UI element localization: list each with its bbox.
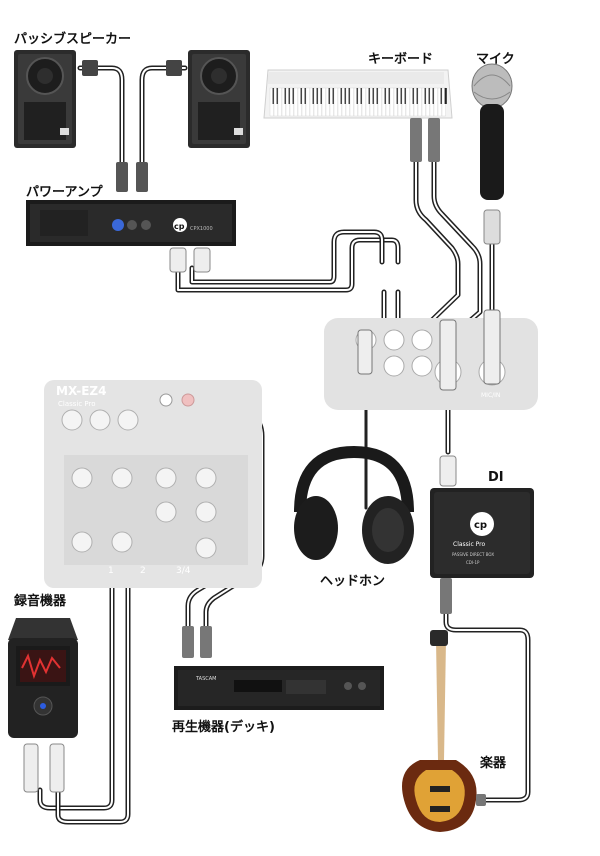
bass-guitar [402, 630, 486, 832]
recorder [8, 618, 78, 793]
white-key [377, 87, 382, 117]
black-key [400, 88, 403, 104]
white-key [405, 87, 410, 117]
black-key [316, 88, 319, 104]
mixer-knob [117, 409, 139, 431]
black-key [292, 88, 295, 104]
power-amp: cp CPX1000 [26, 200, 236, 246]
mixer-knob [111, 531, 133, 553]
deck-brand-label: TASCAM [196, 676, 217, 682]
black-key [412, 88, 415, 104]
keyboard [263, 69, 453, 119]
black-key [348, 88, 351, 104]
keyboard-cable [413, 157, 483, 353]
keyboard-plugs [410, 118, 440, 162]
mixer-knob [195, 467, 217, 489]
black-key [272, 88, 275, 104]
white-key [321, 87, 326, 117]
label-player: 再生機器(デッキ) [172, 720, 275, 735]
microphone [471, 63, 513, 245]
black-key [444, 88, 447, 104]
mixer-knob [155, 501, 177, 523]
headphones [294, 445, 414, 564]
mixer-knob [155, 467, 177, 489]
speaker-cable-left [77, 65, 125, 168]
white-key [305, 87, 310, 117]
mixer-front [44, 380, 262, 588]
white-key [433, 87, 438, 117]
black-key [404, 88, 407, 104]
black-key [356, 88, 359, 104]
black-key [344, 88, 347, 104]
white-key [293, 87, 298, 117]
mixer-micin-label: MIC/IN [481, 392, 501, 399]
speaker-left [14, 50, 76, 148]
svg-text:cp: cp [474, 520, 487, 531]
black-key [288, 88, 291, 104]
white-key [277, 87, 282, 117]
label-instrument: 楽器 [480, 756, 507, 771]
mixer-ch2-label: 2 [140, 566, 146, 576]
di-box: cp [430, 455, 534, 614]
black-key [304, 88, 307, 104]
label-power-amp: パワーアンプ [26, 185, 103, 200]
black-key [368, 88, 371, 104]
label-passive-speaker: パッシブスピーカー [14, 32, 132, 47]
black-key [440, 88, 443, 104]
guitar-cable [443, 609, 531, 803]
mixer-sub-label: Classic Pro [58, 400, 96, 408]
di-desc-label: PASSIVE DIRECT BOX [452, 552, 495, 557]
black-key [328, 88, 331, 104]
label-headphones: ヘッドホン [320, 574, 386, 589]
amp-model-text: CPX1000 [190, 226, 213, 232]
di-model-label: CDI-1P [466, 560, 480, 565]
mixer-ch1-label: 1 [108, 566, 114, 576]
white-key [417, 87, 422, 117]
black-key [384, 88, 387, 104]
mixer-knob [71, 467, 93, 489]
speakon-connectors [82, 60, 182, 192]
mixer-knob [61, 409, 83, 431]
white-key [349, 87, 354, 117]
black-key [300, 88, 303, 104]
speaker-right [188, 50, 250, 148]
black-key [416, 88, 419, 104]
black-key [340, 88, 343, 104]
label-di: DI [488, 470, 504, 485]
mixer-knob [89, 409, 111, 431]
mixer-knob [111, 467, 133, 489]
di-brand-label: Classic Pro [453, 541, 486, 548]
white-key [389, 87, 394, 117]
amp-xlr-plugs [169, 247, 211, 273]
black-key [428, 88, 431, 104]
white-key [361, 87, 366, 117]
label-recorder: 録音機器 [14, 594, 67, 609]
black-key [424, 88, 427, 104]
black-key [312, 88, 315, 104]
black-key [396, 88, 399, 104]
speaker-cable-right [139, 65, 188, 168]
white-key [333, 87, 338, 117]
mixer-rear-panel [324, 309, 538, 410]
mixer-knob [195, 501, 217, 523]
mixer-knob [71, 531, 93, 553]
black-key [360, 88, 363, 104]
label-mic: マイク [476, 52, 515, 67]
mixer-knob [195, 537, 217, 559]
mixer-model-label: MX-EZ4 [56, 384, 107, 398]
black-key [276, 88, 279, 104]
mixer-ch34-label: 3/4 [176, 566, 191, 576]
black-key [388, 88, 391, 104]
cd-deck [174, 626, 384, 710]
black-key [432, 88, 435, 104]
black-key [284, 88, 287, 104]
black-key [372, 88, 375, 104]
label-keyboard: キーボード [368, 52, 434, 67]
black-key [320, 88, 323, 104]
black-key [332, 88, 335, 104]
black-key [376, 88, 379, 104]
svg-text:cp: cp [174, 222, 185, 231]
